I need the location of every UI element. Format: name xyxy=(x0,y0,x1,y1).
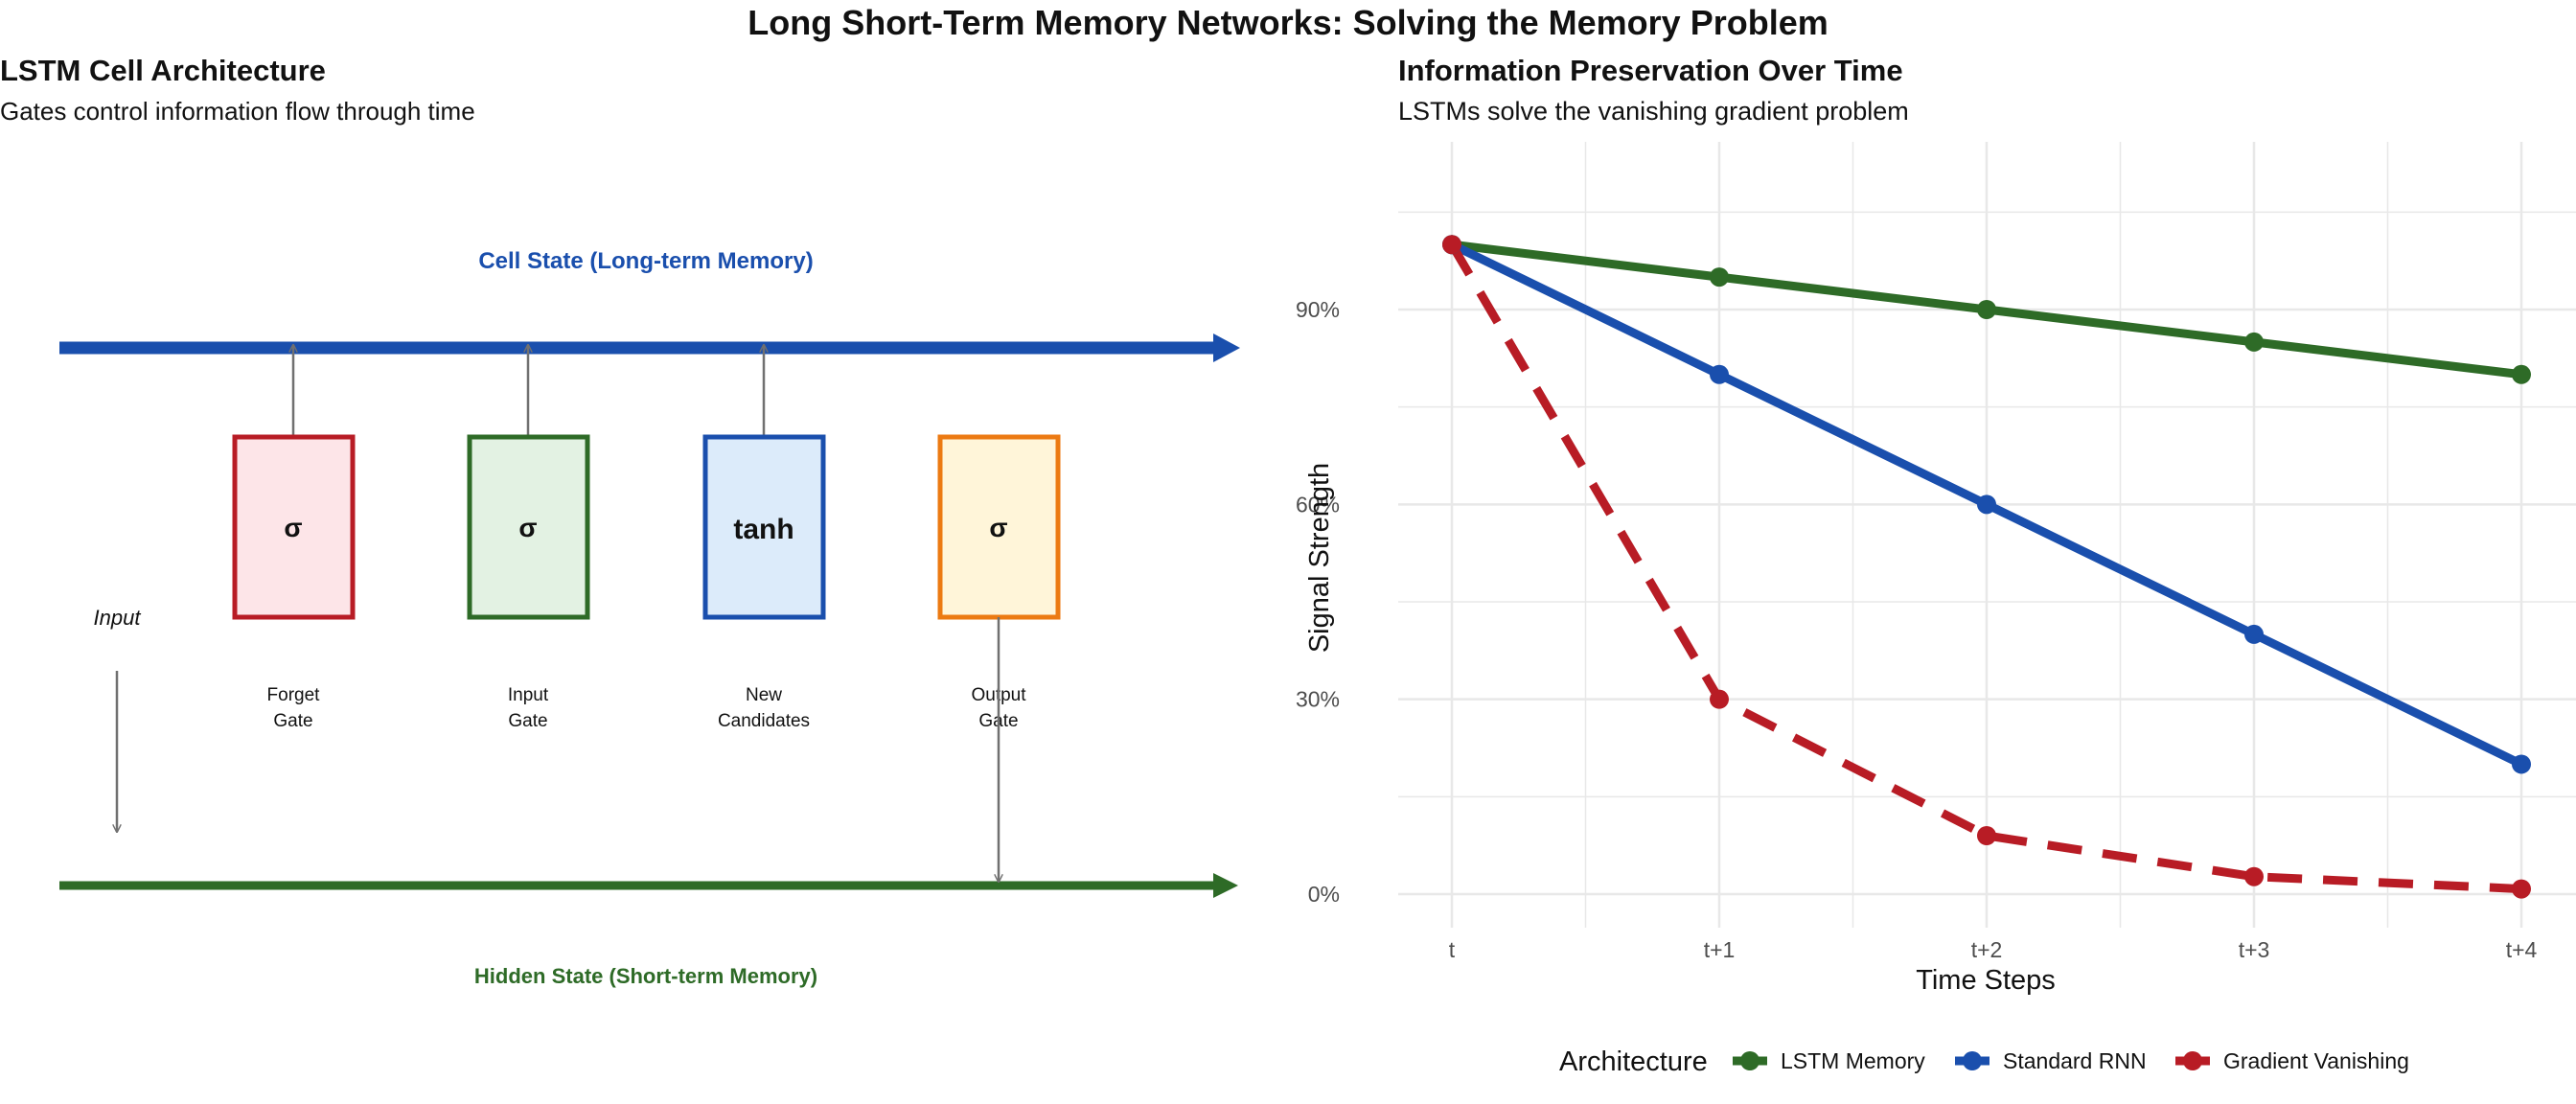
cell-state-label: Cell State (Long-term Memory) xyxy=(478,248,813,274)
forget-gate-box xyxy=(232,434,356,620)
series-line-2 xyxy=(1448,242,2522,894)
hidden-state-arrowhead xyxy=(1213,873,1238,898)
left-panel-title: LSTM Cell Architecture xyxy=(0,54,326,87)
y-axis-title: Signal Strength xyxy=(1304,463,1335,653)
candidates-gate-symbol: tanh xyxy=(733,514,794,545)
series-point-1 xyxy=(1977,494,1996,515)
series-point-1 xyxy=(2512,754,2531,774)
cell-state-arrowhead xyxy=(1213,334,1240,362)
input-label: Input xyxy=(94,606,142,630)
candidates-gate-box xyxy=(702,434,826,620)
y-tick-label: 30% xyxy=(1296,687,1340,712)
legend-item-label: Standard RNN xyxy=(2003,1048,2147,1073)
gate-input: σ Input Gate xyxy=(467,345,590,731)
series-point-2 xyxy=(1977,826,1996,845)
figure-title: Long Short-Term Memory Networks: Solving… xyxy=(748,3,1828,42)
legend-item-label: LSTM Memory xyxy=(1781,1048,1925,1073)
y-tick-label: 0% xyxy=(1308,882,1340,907)
series-point-0 xyxy=(1977,300,1996,319)
memory-chart-panel: Information Preservation Over Time LSTMs… xyxy=(1296,54,2576,1077)
y-tick-label: 90% xyxy=(1296,297,1340,322)
left-panel-subtitle: Gates control information flow through t… xyxy=(0,97,475,126)
chart-series xyxy=(1442,235,2531,899)
candidates-gate-label-1: New xyxy=(746,685,782,705)
series-point-2 xyxy=(2244,866,2264,886)
x-tick-label: t+1 xyxy=(1704,937,1736,962)
series-point-1 xyxy=(2244,624,2264,644)
series-point-2 xyxy=(2512,879,2531,899)
series-point-0 xyxy=(1710,267,1729,288)
input-gate-symbol: σ xyxy=(518,513,537,542)
legend-key-point xyxy=(1740,1051,1760,1070)
chart-axes: 0% 30% 60% 90% t t+1 t+2 t+3 t+4 xyxy=(1296,297,2538,962)
series-point-0 xyxy=(2512,364,2531,384)
gate-output: σ Output Gate xyxy=(937,434,1061,882)
chart-subtitle: LSTMs solve the vanishing gradient probl… xyxy=(1398,97,1909,126)
series-point-2 xyxy=(1710,689,1729,709)
input-gate-label-2: Gate xyxy=(508,711,547,731)
legend-item-label: Gradient Vanishing xyxy=(2223,1048,2409,1073)
chart-title: Information Preservation Over Time xyxy=(1398,54,1903,87)
input-gate-box xyxy=(467,434,590,620)
gate-candidates: tanh New Candidates xyxy=(702,345,826,731)
series-point-0 xyxy=(2244,332,2264,352)
legend-key-point xyxy=(2183,1051,2202,1070)
hidden-state-label: Hidden State (Short-term Memory) xyxy=(474,964,817,988)
x-tick-label: t+2 xyxy=(1971,937,2003,962)
x-tick-label: t xyxy=(1449,937,1456,962)
series-point-1 xyxy=(1710,364,1729,384)
input-gate-label-1: Input xyxy=(508,685,549,705)
series-point-2 xyxy=(1442,235,1461,255)
x-tick-label: t+4 xyxy=(2506,937,2538,962)
lstm-cell-panel: LSTM Cell Architecture Gates control inf… xyxy=(0,54,1240,988)
output-gate-symbol: σ xyxy=(989,513,1007,542)
legend-key-point xyxy=(1963,1051,1982,1070)
x-tick-label: t+3 xyxy=(2239,937,2270,962)
forget-gate-label-1: Forget xyxy=(267,685,321,705)
chart-legend: Architecture LSTM Memory Standard RNN Gradi… xyxy=(1559,1046,2409,1077)
forget-gate-symbol: σ xyxy=(284,513,302,542)
legend-title: Architecture xyxy=(1559,1046,1708,1077)
gate-forget: σ Forget Gate xyxy=(232,345,356,731)
y-tick-label: 60% xyxy=(1296,492,1340,517)
x-axis-title: Time Steps xyxy=(1916,965,2056,996)
forget-gate-label-2: Gate xyxy=(273,711,312,731)
candidates-gate-label-2: Candidates xyxy=(718,711,810,731)
